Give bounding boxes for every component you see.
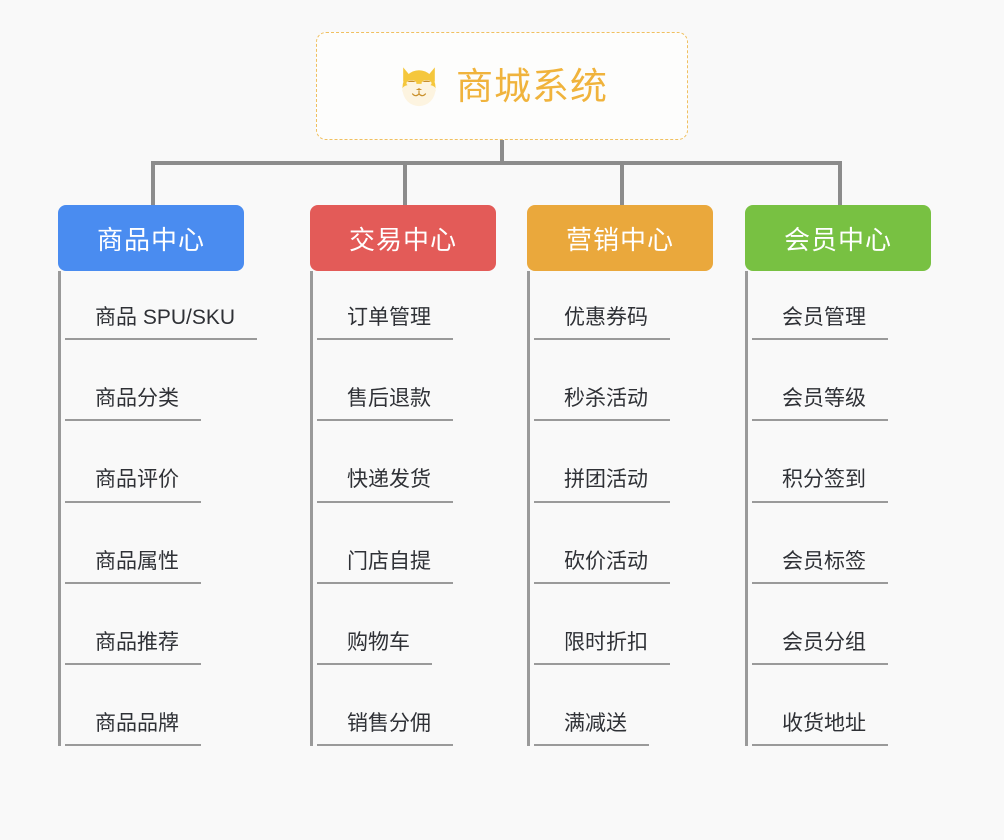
leaf-item[interactable]: 商品 SPU/SKU	[65, 285, 308, 341]
leaf-item[interactable]: 秒杀活动	[534, 340, 757, 422]
connector-drop-1	[151, 161, 155, 205]
connector-horizontal-bus	[151, 161, 842, 165]
leaf-item[interactable]: 商品品牌	[65, 665, 308, 747]
root-node[interactable]: 商城系统	[316, 32, 688, 140]
leaf-item[interactable]: 商品评价	[65, 421, 308, 503]
leaf-item-label: 商品分类	[65, 340, 201, 422]
leaf-item[interactable]: 收货地址	[752, 665, 975, 747]
leaf-item-label: 会员标签	[752, 503, 888, 584]
category-header-1[interactable]: 商品中心	[58, 205, 244, 271]
root-title: 商城系统	[456, 65, 608, 107]
category-column: 会员中心会员管理会员等级积分签到会员标签会员分组收货地址	[745, 205, 975, 747]
leaf-item[interactable]: 商品推荐	[65, 584, 308, 665]
leaf-list: 订单管理售后退款快递发货门店自提购物车销售分佣	[310, 271, 540, 747]
leaf-item-label: 优惠券码	[534, 285, 670, 341]
leaf-item[interactable]: 商品属性	[65, 503, 308, 584]
leaf-item[interactable]: 会员分组	[752, 584, 975, 665]
leaf-list: 会员管理会员等级积分签到会员标签会员分组收货地址	[745, 271, 975, 747]
category-header-label: 营销中心	[565, 224, 674, 255]
leaf-item[interactable]: 购物车	[317, 584, 540, 665]
leaf-item[interactable]: 商品分类	[65, 340, 308, 422]
leaf-item-label: 砍价活动	[534, 503, 670, 584]
leaf-item[interactable]: 售后退款	[317, 340, 540, 422]
root-node-wrapper: 商城系统	[0, 32, 1004, 140]
leaf-item[interactable]: 订单管理	[317, 285, 540, 341]
leaf-item-label: 订单管理	[317, 285, 453, 341]
connector-drop-2	[403, 161, 407, 205]
leaf-item-label: 限时折扣	[534, 584, 670, 665]
category-column: 营销中心优惠券码秒杀活动拼团活动砍价活动限时折扣满减送	[527, 205, 757, 747]
leaf-item-label: 商品品牌	[65, 665, 201, 747]
leaf-item-label: 商品推荐	[65, 584, 201, 665]
leaf-item-label: 售后退款	[317, 340, 453, 422]
leaf-item-label: 门店自提	[317, 503, 453, 584]
category-header-label: 商品中心	[96, 224, 205, 255]
connector-root-stem	[500, 140, 504, 165]
leaf-item[interactable]: 拼团活动	[534, 421, 757, 503]
leaf-item[interactable]: 满减送	[534, 665, 757, 747]
leaf-item[interactable]: 快递发货	[317, 421, 540, 503]
leaf-item-label: 会员分组	[752, 584, 888, 665]
leaf-item-label: 会员等级	[752, 340, 888, 422]
leaf-item[interactable]: 门店自提	[317, 503, 540, 584]
leaf-item[interactable]: 会员标签	[752, 503, 975, 584]
leaf-item-label: 快递发货	[317, 421, 453, 503]
leaf-item-label: 商品评价	[65, 421, 201, 503]
leaf-list: 优惠券码秒杀活动拼团活动砍价活动限时折扣满减送	[527, 271, 757, 747]
category-header-2[interactable]: 交易中心	[310, 205, 496, 271]
connector-drop-4	[838, 161, 842, 205]
leaf-item-label: 拼团活动	[534, 421, 670, 503]
leaf-item[interactable]: 销售分佣	[317, 665, 540, 747]
leaf-item[interactable]: 优惠券码	[534, 285, 757, 341]
leaf-item[interactable]: 限时折扣	[534, 584, 757, 665]
category-header-label: 会员中心	[783, 224, 892, 255]
leaf-item-label: 满减送	[534, 665, 649, 747]
leaf-item-label: 购物车	[317, 584, 432, 665]
category-column: 交易中心订单管理售后退款快递发货门店自提购物车销售分佣	[310, 205, 540, 747]
leaf-item-label: 商品属性	[65, 503, 201, 584]
shiba-dog-face-icon	[402, 67, 436, 107]
leaf-item-label: 商品 SPU/SKU	[65, 285, 258, 341]
leaf-item[interactable]: 会员管理	[752, 285, 975, 341]
leaf-item-label: 秒杀活动	[534, 340, 670, 422]
connector-drop-3	[620, 161, 624, 205]
category-header-3[interactable]: 营销中心	[527, 205, 713, 271]
leaf-item[interactable]: 砍价活动	[534, 503, 757, 584]
leaf-item-label: 收货地址	[752, 665, 888, 747]
leaf-item-label: 会员管理	[752, 285, 888, 341]
category-header-label: 交易中心	[348, 224, 457, 255]
category-header-4[interactable]: 会员中心	[745, 205, 931, 271]
leaf-item-label: 积分签到	[752, 421, 888, 503]
leaf-item-label: 销售分佣	[317, 665, 453, 747]
leaf-item[interactable]: 积分签到	[752, 421, 975, 503]
leaf-item[interactable]: 会员等级	[752, 340, 975, 422]
